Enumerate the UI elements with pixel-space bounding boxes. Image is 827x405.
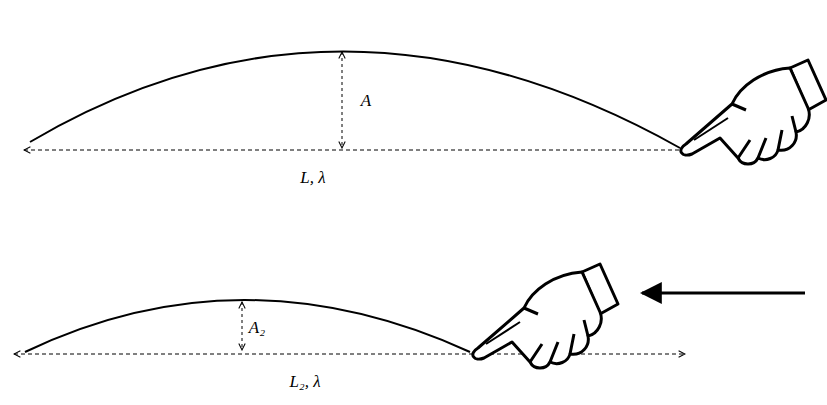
hand-icon [473, 264, 618, 368]
length-dimension [24, 150, 690, 151]
hand-fist [473, 272, 601, 368]
finger-line [486, 322, 520, 344]
amplitude-dimension [342, 52, 343, 148]
motion-arrow [642, 292, 805, 295]
amplitude-dimension [242, 302, 243, 350]
hand-fist [681, 68, 809, 164]
length-dimension [14, 354, 685, 355]
hand-knuckles [732, 104, 796, 158]
length-label: L₂, λ [289, 373, 320, 390]
finger-line [694, 118, 728, 140]
string-curve [25, 300, 470, 352]
string-curve [30, 51, 680, 148]
amplitude-label: A₂ [249, 319, 265, 336]
length-label: L, λ [300, 169, 325, 186]
hand-icon [681, 60, 826, 164]
hand-knuckles [524, 308, 588, 362]
amplitude-label: A [361, 92, 371, 109]
